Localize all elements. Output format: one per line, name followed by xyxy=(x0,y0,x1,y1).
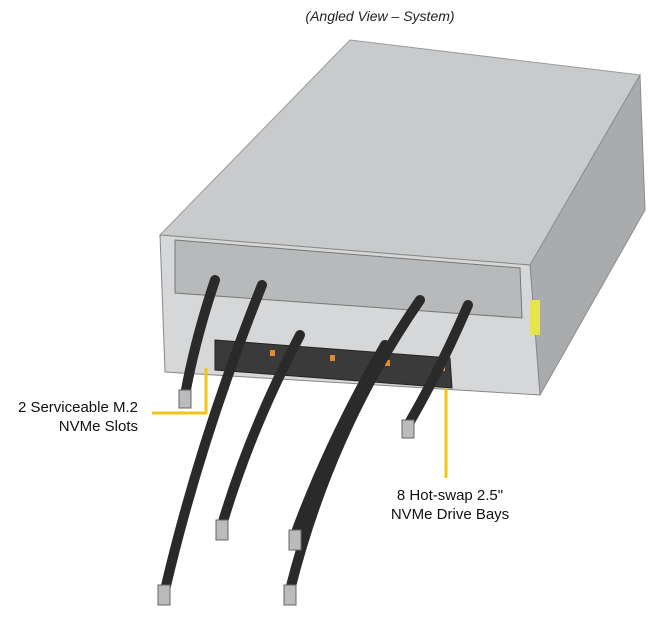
image-caption: (Angled View – System) xyxy=(305,8,455,24)
callout-bays-line1: 8 Hot-swap 2.5" xyxy=(396,487,504,504)
hose xyxy=(290,340,390,540)
hose-connectors xyxy=(157,389,415,606)
hose xyxy=(180,275,220,400)
service-tag xyxy=(530,300,540,335)
callout-bays-line2: NVMe Drive Bays xyxy=(390,506,510,523)
hose xyxy=(403,300,473,430)
callout-drive-bays: 8 Hot-swap 2.5" NVMe Drive Bays xyxy=(375,486,525,524)
hose xyxy=(160,280,267,595)
callout-m2-slots: 2 Serviceable M.2 NVMe Slots xyxy=(10,398,138,436)
callout-m2-line2: NVMe Slots xyxy=(58,418,138,435)
callout-line-m2 xyxy=(152,368,208,415)
hose xyxy=(217,330,305,530)
callout-m2-line1: 2 Serviceable M.2 xyxy=(17,399,138,416)
